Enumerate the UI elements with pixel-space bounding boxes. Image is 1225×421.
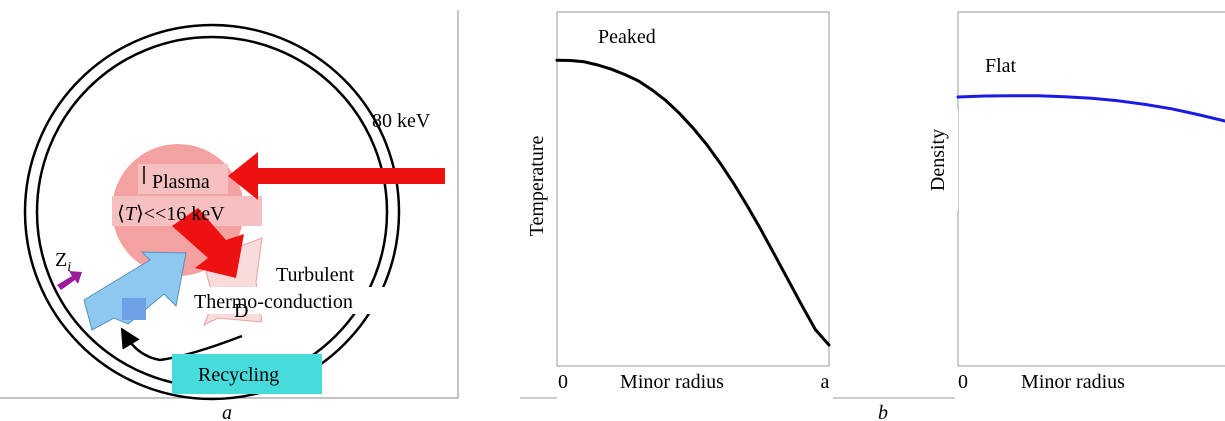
temperature-plot-frame	[556, 11, 830, 367]
temperature-x-tick-a: a	[821, 371, 830, 393]
density-x-axis-label: Minor radius	[1021, 371, 1125, 393]
d-label: D	[234, 300, 248, 322]
temperature-condition-label: ⟨T⟩<<16 keV	[117, 203, 225, 225]
temperature-x-tick-0: 0	[558, 371, 568, 393]
temperature-chart: Peaked Temperature 0 a Minor radius	[520, 11, 831, 399]
plasma-label-bg	[138, 164, 228, 194]
temperature-chart-title: Peaked	[598, 26, 656, 48]
thermo-label-bg	[192, 287, 402, 314]
density-profile-line	[956, 94, 1225, 123]
recycling-inflow-arrow	[83, 251, 187, 331]
zi-label: Zi	[55, 249, 71, 275]
temperature-axis-label: Temperature	[526, 135, 548, 236]
density-x-tick-0: 0	[958, 371, 968, 393]
recycling-box	[172, 354, 322, 394]
recycling-label: Recycling	[198, 364, 279, 386]
panel-a: 80 keV Plasma ⟨T⟩<<16 keV Turbulent Ther…	[0, 10, 459, 421]
density-chart: Flat Density 0 Minor radius	[927, 11, 1225, 393]
panel-b: Peaked Temperature 0 a Minor radius b Fl…	[520, 11, 1225, 421]
caption-b: b	[878, 402, 888, 421]
caption-a: a	[222, 402, 232, 421]
density-label-bg	[930, 110, 958, 210]
temperature-profile-line	[555, 58, 831, 347]
recycling-flow-curve	[120, 327, 243, 362]
neutral-source-square	[122, 298, 146, 320]
temperature-x-axis-label: Minor radius	[620, 371, 724, 393]
density-chart-title: Flat	[985, 55, 1017, 77]
zi-arrow	[57, 271, 82, 290]
beam-arrow	[228, 152, 445, 200]
turbulent-label: Turbulent	[276, 264, 355, 286]
thermo-conduction-label: Thermo-conduction	[194, 291, 353, 313]
thermo-conduction-arrow	[172, 208, 244, 278]
beam-energy-label: 80 keV	[372, 110, 431, 132]
density-axis-label: Density	[927, 129, 949, 191]
plasma-label: Plasma	[152, 171, 210, 193]
outer-vessel-ring	[23, 23, 401, 401]
